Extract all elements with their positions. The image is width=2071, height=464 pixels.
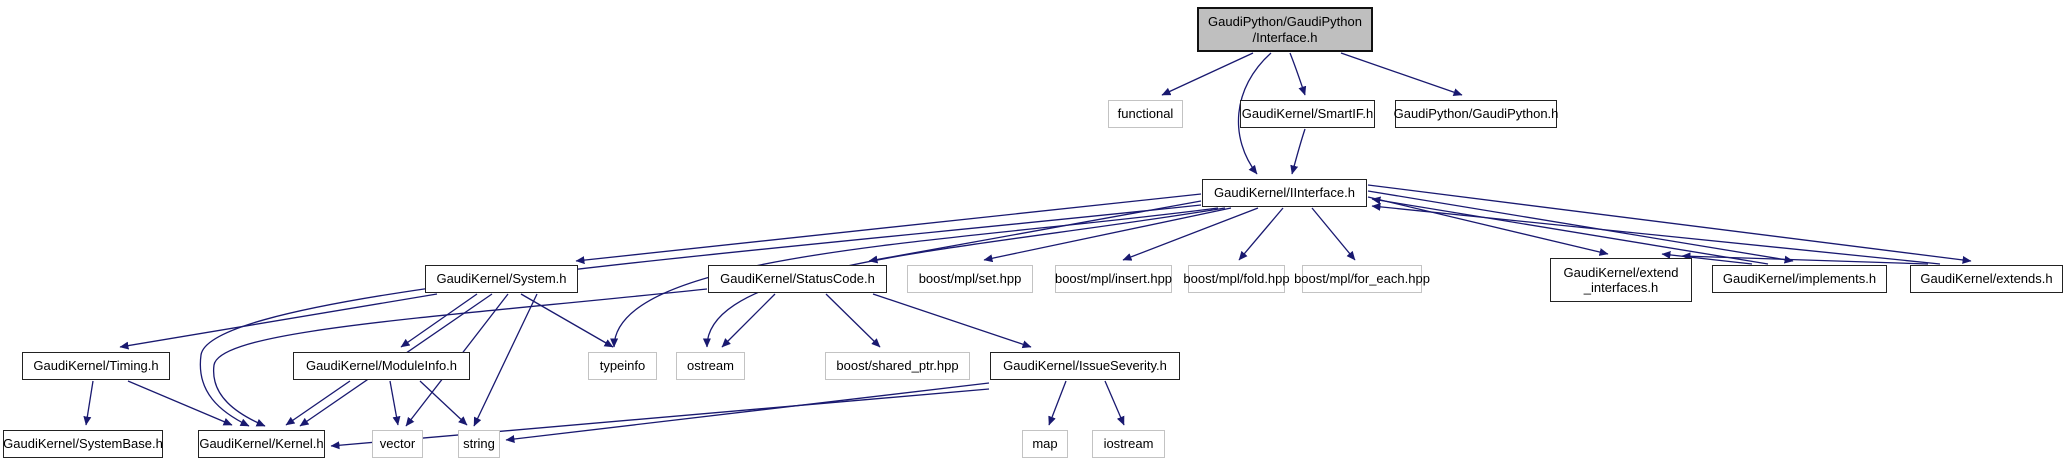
edge-system-timing	[119, 293, 438, 350]
edge-iinterface-ostream	[702, 207, 1226, 348]
node-boost-mpl-fold: boost/mpl/fold.hpp	[1183, 265, 1290, 293]
edge-statuscode-ostream	[721, 293, 776, 348]
node-issueseverity-h[interactable]: GaudiKernel/IssueSeverity.h	[990, 352, 1180, 380]
edge-iinterface-extend-interfaces	[1367, 196, 1609, 256]
node-typeinfo: typeinfo	[588, 352, 657, 380]
edge-extends-iinterface	[1371, 202, 1941, 265]
node-implements-h[interactable]: GaudiKernel/implements.h	[1712, 265, 1887, 293]
edge-moduleinfo-kernel	[285, 380, 351, 426]
edge-moduleinfo-vector	[389, 380, 401, 426]
node-functional: functional	[1108, 100, 1183, 128]
node-boost-mpl-set: boost/mpl/set.hpp	[907, 265, 1033, 293]
node-extend-interfaces-h[interactable]: GaudiKernel/extend _interfaces.h	[1550, 258, 1692, 302]
edge-group	[83, 52, 1972, 450]
node-interface-h: GaudiPython/GaudiPython /Interface.h	[1197, 7, 1373, 52]
edge-interface-iinterface	[1237, 52, 1272, 175]
edge-iinterface-kernel	[199, 204, 1202, 427]
edge-timing-systembase	[83, 380, 94, 426]
edge-moduleinfo-string	[419, 380, 468, 426]
edge-issueseverity-map	[1048, 380, 1067, 426]
node-ostream: ostream	[676, 352, 745, 380]
edge-iinterface-system	[575, 193, 1202, 265]
edge-iinterface-extends	[1367, 184, 1972, 264]
edge-timing-kernel	[127, 380, 233, 426]
edge-iinterface-mpl-fold	[1238, 207, 1284, 261]
node-systembase-h[interactable]: GaudiKernel/SystemBase.h	[3, 430, 163, 458]
node-map: map	[1022, 430, 1068, 458]
node-boost-shared-ptr: boost/shared_ptr.hpp	[825, 352, 970, 380]
node-gaudipython-h[interactable]: GaudiPython/GaudiPython.h	[1394, 100, 1558, 128]
node-smartif-h[interactable]: GaudiKernel/SmartIF.h	[1240, 100, 1375, 128]
node-boost-mpl-for-each: boost/mpl/for_each.hpp	[1294, 265, 1430, 293]
edge-issueseverity-kernel	[330, 388, 990, 450]
edge-system-string	[473, 293, 538, 427]
node-string: string	[458, 430, 500, 458]
edge-interface-gaudipython	[1340, 52, 1463, 96]
edge-issueseverity-iostream	[1104, 380, 1125, 426]
edge-system-moduleinfo	[400, 293, 478, 348]
node-moduleinfo-h[interactable]: GaudiKernel/ModuleInfo.h	[293, 352, 470, 380]
node-statuscode-h[interactable]: GaudiKernel/StatusCode.h	[708, 265, 887, 293]
edge-iinterface-implements	[1367, 190, 1794, 264]
edge-iinterface-mpl-for-each	[1311, 207, 1356, 261]
edge-smartif-iinterface	[1290, 128, 1306, 175]
node-system-h[interactable]: GaudiKernel/System.h	[425, 265, 578, 293]
edge-statuscode-kernel	[213, 288, 708, 427]
edge-extends-extend-interfaces	[1681, 252, 1929, 265]
edge-implements-extend-interfaces	[1661, 250, 1753, 265]
edge-implements-iinterface	[1371, 196, 1769, 265]
edge-iinterface-mpl-insert	[1122, 207, 1259, 261]
edge-statuscode-issueseverity	[872, 293, 1032, 349]
edge-interface-smartif	[1289, 52, 1307, 96]
edge-issueseverity-string	[505, 382, 990, 443]
edge-system-typeinfo	[520, 293, 614, 348]
node-iinterface-h[interactable]: GaudiKernel/IInterface.h	[1202, 179, 1367, 207]
edge-iinterface-typeinfo	[610, 207, 1219, 348]
node-extends-h[interactable]: GaudiKernel/extends.h	[1910, 265, 2063, 293]
edge-statuscode-shared-ptr	[825, 293, 881, 348]
node-vector: vector	[372, 430, 423, 458]
node-timing-h[interactable]: GaudiKernel/Timing.h	[22, 352, 170, 380]
node-iostream: iostream	[1092, 430, 1165, 458]
node-boost-mpl-insert: boost/mpl/insert.hpp	[1055, 265, 1172, 293]
edge-iinterface-mpl-set	[983, 207, 1232, 263]
edge-interface-functional	[1161, 52, 1254, 96]
node-kernel-h[interactable]: GaudiKernel/Kernel.h	[198, 430, 325, 458]
